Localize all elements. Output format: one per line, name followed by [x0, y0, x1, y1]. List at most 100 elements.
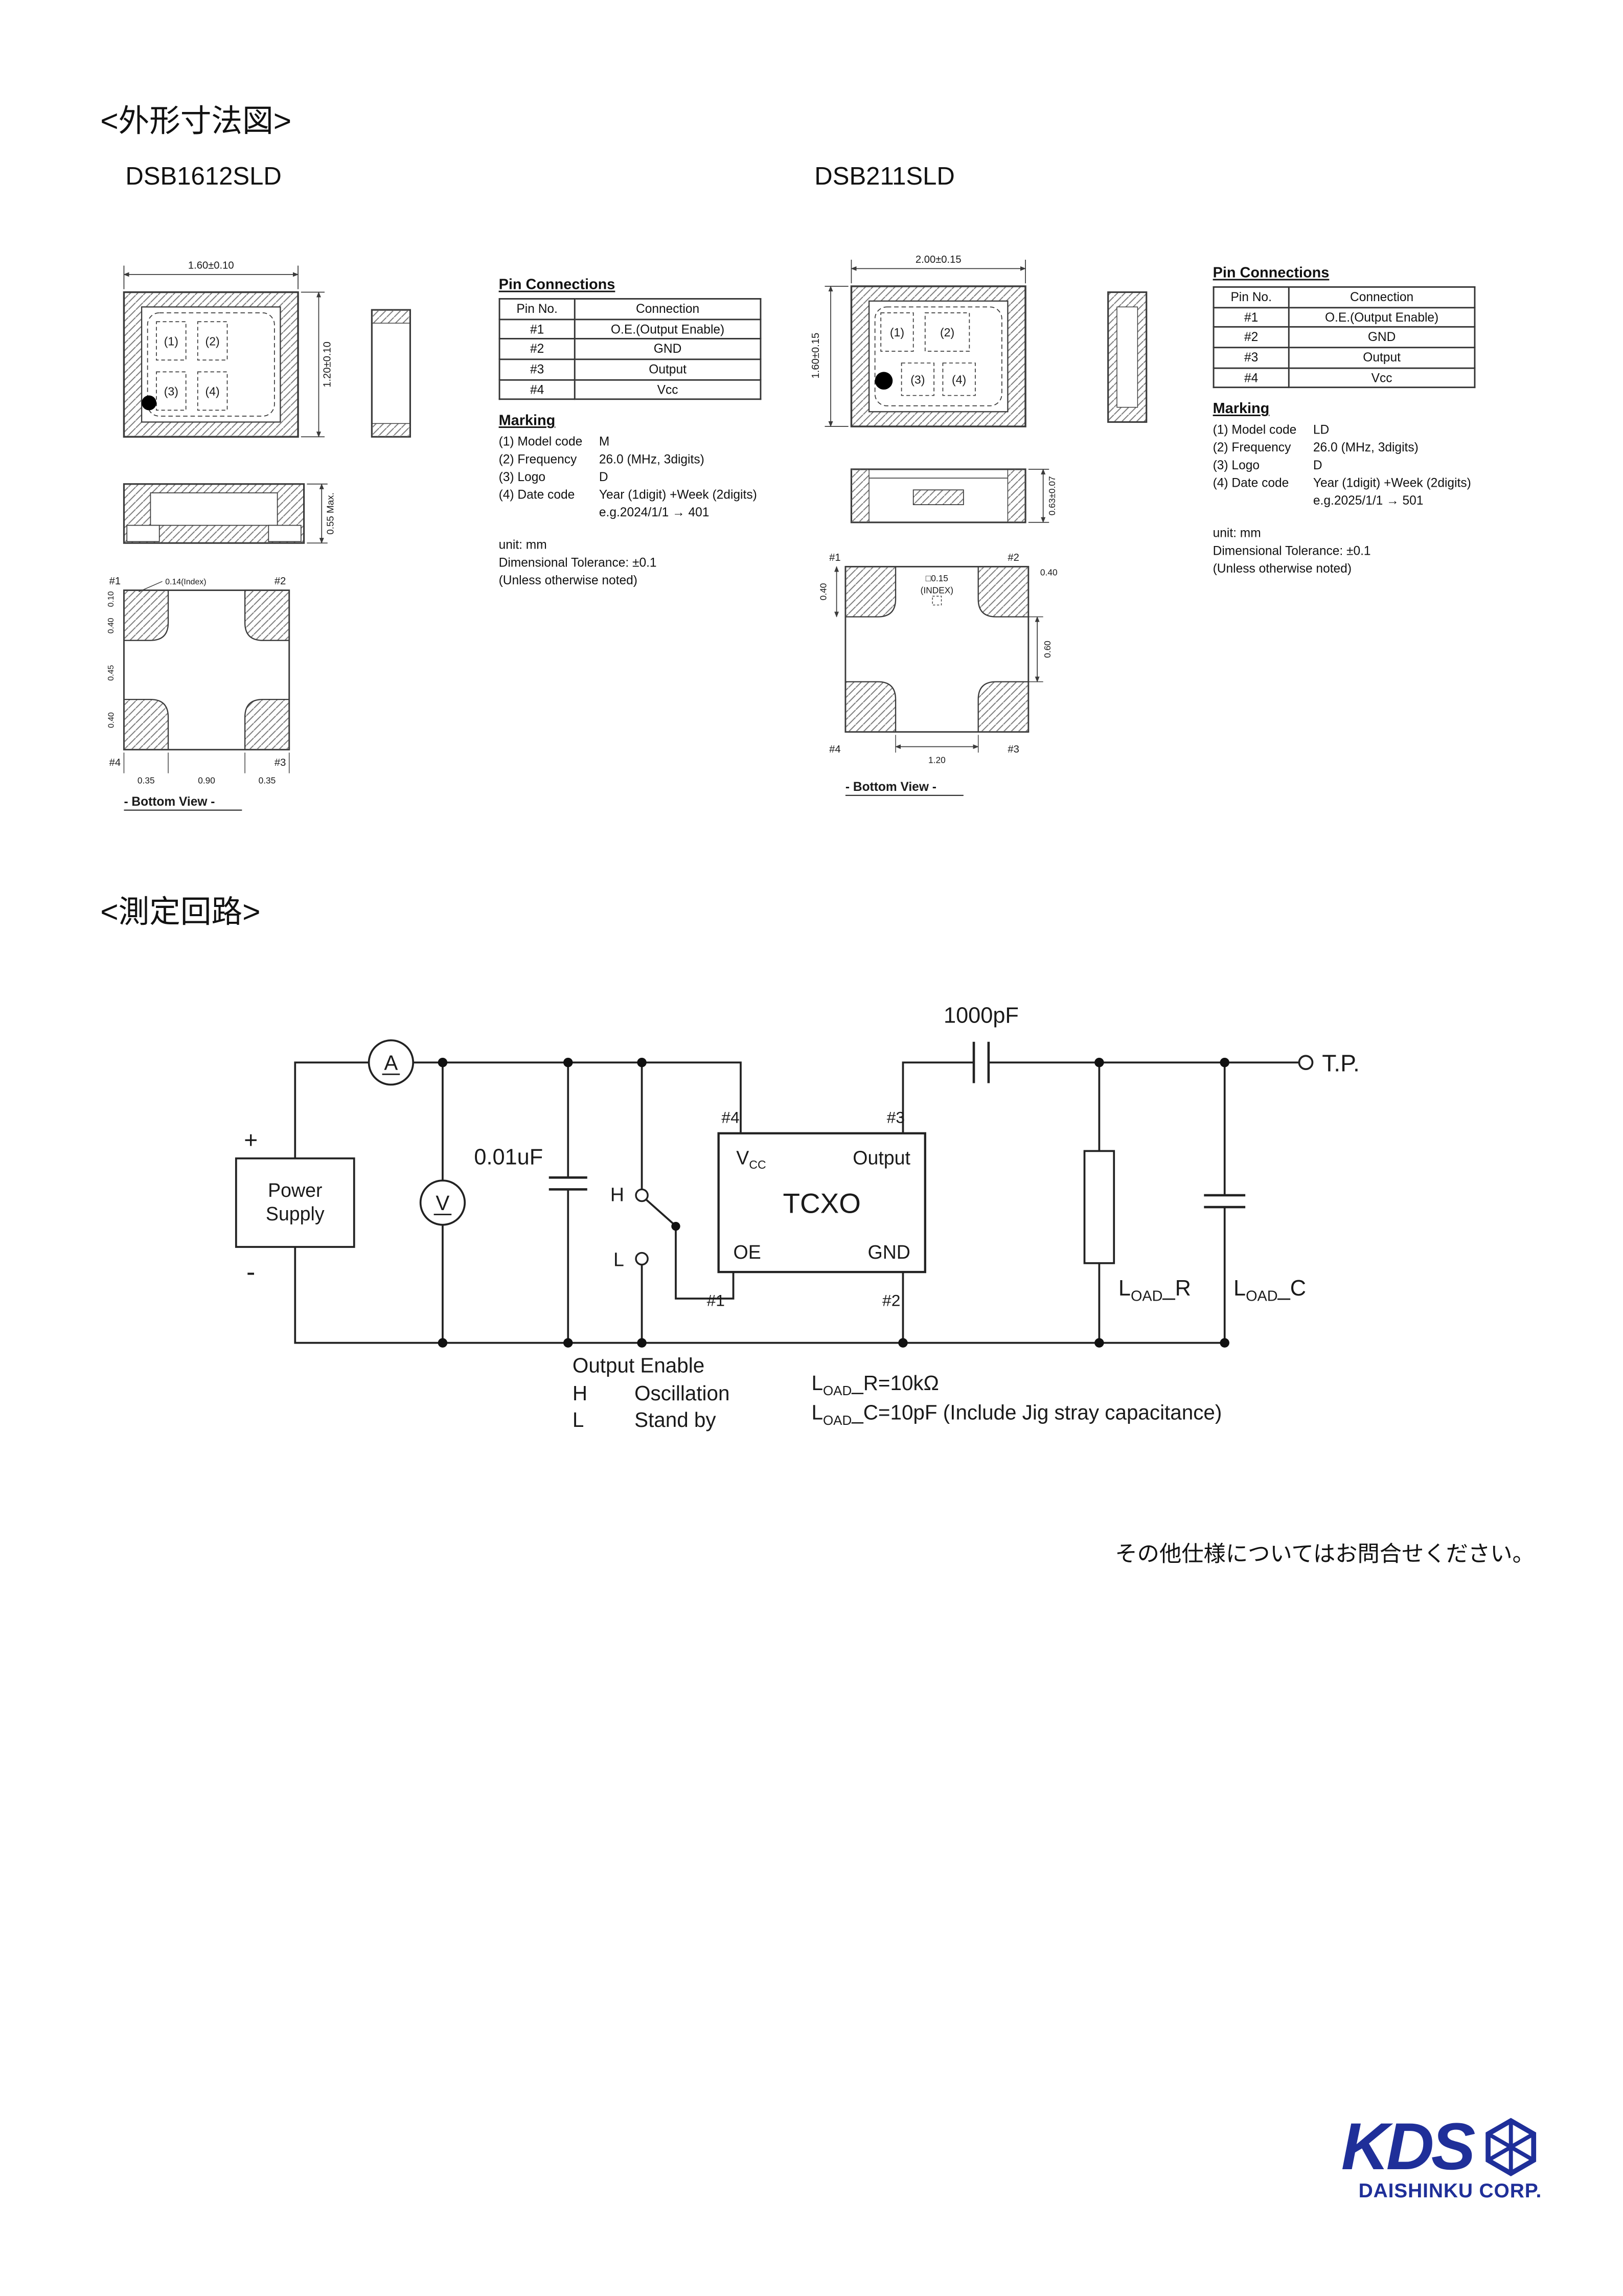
note-line: Dimensional Tolerance: ±0.1 [1213, 542, 1371, 558]
power-supply-label-2: Supply [266, 1203, 325, 1224]
pin-connection-row: #1 O.E.(Output Enable) [1213, 306, 1476, 328]
side-view [1107, 291, 1148, 423]
test-point-terminal [1298, 1055, 1314, 1071]
section-title-circuit: <測定回路> [100, 896, 261, 930]
pad-label-4: (4) [952, 373, 966, 386]
marking-row: (2) Frequency 26.0 (MHz, 3digits) [1213, 440, 1516, 457]
marking-row: (1) Model code LD [1213, 422, 1516, 440]
pin-number-cell: #3 [498, 358, 576, 380]
minus-terminal-label: - [246, 1257, 255, 1287]
side-view [371, 309, 412, 438]
pad-label-2: (2) [940, 326, 954, 339]
connection-cell: Output [1288, 346, 1476, 369]
load-resistor-label: LOAD_R [1118, 1276, 1191, 1304]
tcxo-output-label: Output [853, 1147, 910, 1168]
cross-section-view [850, 468, 1026, 524]
dim-edge: 0.10 [107, 591, 116, 607]
pad-label-4: (4) [205, 385, 220, 398]
marking-label: (1) Model code [498, 434, 583, 449]
dim-width: 1.60±0.10 [188, 260, 234, 271]
top-view [850, 285, 1026, 427]
legend-h-desc: Oscillation [634, 1381, 729, 1405]
marking-label [1213, 492, 1313, 510]
switch-h-label: H [610, 1184, 624, 1206]
junction-dots [438, 1057, 1229, 1348]
dim-bottom: 1.20 [928, 755, 946, 765]
note-line: (Unless otherwise noted) [498, 573, 637, 588]
pin-label-1: #1 [829, 552, 840, 563]
tcxo-pin1-label: #1 [707, 1291, 725, 1309]
switch-contact-h [635, 1188, 649, 1202]
pin-connection-row: #3 Output [498, 358, 762, 380]
marking-label: (3) Logo [1213, 457, 1260, 472]
marking-value: 26.0 (MHz, 3digits) [1313, 440, 1419, 455]
tcxo-pin2-label: #2 [882, 1291, 900, 1309]
legend-h: H [573, 1381, 587, 1405]
marking-value: e.g.2024/1/1 → 401 [599, 504, 710, 519]
legend-load-c-value: LOAD_C=10pF (Include Jig stray capacitan… [812, 1401, 1222, 1428]
col-header-pin: Pin No. [1213, 286, 1290, 308]
dim-height-lines [825, 285, 849, 427]
marking-label [499, 504, 599, 521]
section-title-dimensions: <外形寸法図> [100, 104, 292, 139]
dim-bottom-3: 0.35 [259, 776, 276, 786]
tcxo-name: TCXO [783, 1188, 861, 1219]
part-name-dsb211sld: DSB211SLD [814, 162, 955, 191]
legend-l-desc: Stand by [634, 1408, 716, 1431]
pin-connection-row: #2 GND [1213, 326, 1476, 348]
pin-number-cell: #2 [498, 338, 576, 360]
plus-terminal-label: + [244, 1127, 258, 1153]
dim-thickness-lines [1028, 468, 1049, 523]
marking-row: (4) Date code Year (1digit) +Week (2digi… [499, 487, 802, 504]
dim-index: 0.14(Index) [165, 578, 206, 586]
dim-height: 1.60±0.15 [810, 333, 821, 379]
legend-output-enable: Output Enable [573, 1353, 704, 1377]
capacitor-plates [548, 1041, 1246, 1209]
pin-number-cell: #3 [1213, 346, 1290, 369]
marking-value: D [1313, 457, 1322, 472]
connection-cell: Vcc [574, 378, 762, 400]
dim-gap-right: 0.60 [1042, 641, 1053, 658]
dim-width-lines [851, 260, 1026, 284]
marking-value: Year (1digit) +Week (2digits) [599, 486, 757, 502]
connection-cell: Vcc [1288, 367, 1476, 389]
connection-cell: Output [574, 358, 762, 380]
circuit-wires [294, 1061, 1299, 1344]
marking-value: 26.0 (MHz, 3digits) [599, 451, 704, 467]
marking-label: (1) Model code [1213, 422, 1297, 437]
pin-number-cell: #4 [1213, 367, 1290, 389]
pin-number-cell: #1 [1213, 306, 1290, 328]
load-resistor-symbol [1083, 1150, 1115, 1264]
marking-value: LD [1313, 422, 1330, 437]
tcxo-gnd-label: GND [868, 1241, 910, 1263]
voltmeter-symbol [419, 1179, 466, 1226]
kds-logo: KDS DAISHINKU CORP. [1225, 2113, 1542, 2202]
coupling-cap-label: 1000pF [944, 1003, 1019, 1028]
dim-pad-left: 0.40 [818, 583, 828, 601]
pin-label-2: #2 [1008, 552, 1019, 563]
pad-label-1: (1) [890, 326, 904, 339]
index-dot [875, 372, 893, 390]
pin-connections-title: Pin Connections [1213, 265, 1330, 282]
pad-label-3: (3) [164, 385, 178, 398]
dim-index-label: (INDEX) [921, 585, 953, 595]
marking-label: (3) Logo [498, 469, 546, 484]
marking-row: e.g.2024/1/1 → 401 [499, 504, 802, 521]
kds-company-name: DAISHINKU CORP. [1358, 2179, 1542, 2202]
bottom-view [123, 581, 290, 774]
connection-cell: O.E.(Output Enable) [574, 318, 762, 340]
marking-row: (4) Date code Year (1digit) +Week (2digi… [1213, 475, 1516, 492]
connection-cell: GND [574, 338, 762, 360]
pin-number-cell: #4 [498, 378, 576, 400]
tcxo-pin4-label: #4 [721, 1108, 739, 1127]
marking-value: M [599, 434, 610, 449]
voltmeter-label: V [436, 1191, 449, 1215]
top-view [123, 291, 299, 438]
legend-load-r-value: LOAD_R=10kΩ [812, 1371, 939, 1398]
pin-connections-table: Pin No. Connection #1 O.E.(Output Enable… [498, 298, 762, 400]
tcxo-oe-label: OE [734, 1241, 761, 1263]
marking-label: (2) Frequency [498, 451, 577, 467]
